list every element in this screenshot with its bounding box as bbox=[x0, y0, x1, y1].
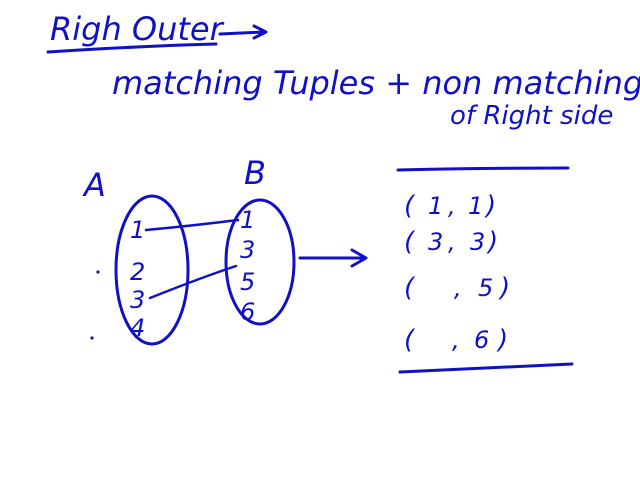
subtitle-line2: of Right side bbox=[450, 101, 613, 131]
result-right-value: 1 bbox=[468, 192, 483, 220]
svg-text:): ) bbox=[498, 273, 510, 303]
svg-text:): ) bbox=[486, 227, 498, 257]
set-a-value: 3 bbox=[130, 286, 145, 314]
svg-text:,: , bbox=[448, 228, 456, 256]
svg-text:): ) bbox=[484, 191, 496, 221]
mapping-line bbox=[148, 264, 238, 300]
set-a-value: 4 bbox=[130, 314, 145, 342]
title-underline bbox=[46, 42, 218, 54]
set-b-ellipse bbox=[224, 198, 296, 326]
result-arrow bbox=[298, 248, 368, 268]
svg-text:,: , bbox=[454, 274, 462, 302]
svg-text:,: , bbox=[452, 326, 460, 354]
stray-dot bbox=[96, 270, 100, 274]
set-b-label: B bbox=[244, 154, 266, 192]
svg-text:(: ( bbox=[404, 191, 416, 221]
result-right-value: 3 bbox=[470, 228, 485, 256]
result-left-value: 1 bbox=[428, 192, 443, 220]
set-b-value: 5 bbox=[240, 268, 255, 296]
result-left-value: 3 bbox=[428, 228, 443, 256]
set-a-label: A bbox=[82, 166, 106, 204]
svg-text:(: ( bbox=[404, 325, 416, 355]
result-top-rule bbox=[396, 166, 570, 172]
result-row: ( , 6 ) bbox=[404, 325, 508, 355]
set-b-value: 3 bbox=[240, 236, 255, 264]
result-bottom-rule bbox=[398, 362, 574, 374]
svg-text:,: , bbox=[448, 192, 456, 220]
svg-text:(: ( bbox=[404, 227, 416, 257]
set-b-value: 6 bbox=[240, 298, 255, 326]
title-text: Righ Outer bbox=[50, 10, 225, 48]
result-row: ( , 5 ) bbox=[404, 273, 510, 303]
stray-dot bbox=[90, 336, 94, 340]
set-b-value: 1 bbox=[240, 206, 255, 234]
svg-text:): ) bbox=[496, 325, 508, 355]
result-right-value: 5 bbox=[478, 274, 493, 302]
set-a-value: 1 bbox=[130, 216, 145, 244]
result-row: ( 3 , 3 ) bbox=[404, 227, 498, 257]
result-row: ( 1 , 1 ) bbox=[404, 191, 496, 221]
title-arrow bbox=[218, 24, 268, 40]
set-a-ellipse bbox=[114, 194, 190, 346]
set-a-value: 2 bbox=[130, 258, 145, 286]
svg-text:(: ( bbox=[404, 273, 416, 303]
subtitle-line1: matching Tuples + non matchings bbox=[112, 64, 640, 102]
result-right-value: 6 bbox=[474, 326, 489, 354]
mapping-line bbox=[144, 218, 240, 232]
